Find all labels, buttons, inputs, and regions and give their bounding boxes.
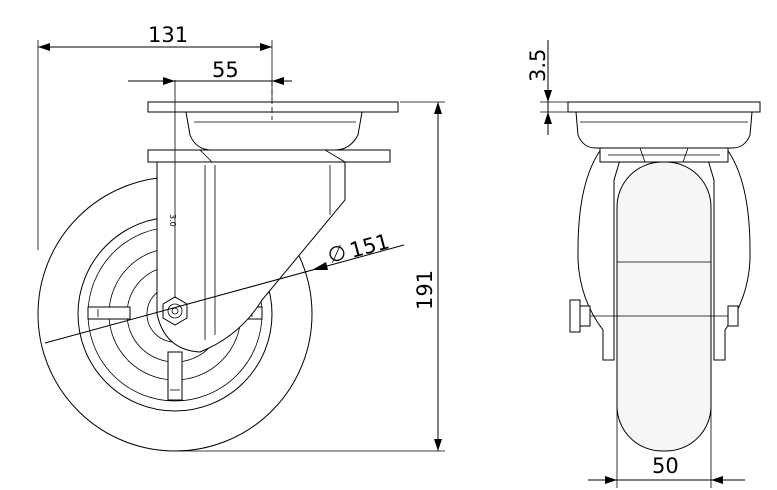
diameter-symbol: ∅ — [325, 240, 349, 268]
dimension-131: 131 — [37, 23, 273, 250]
dimension-50: 50 — [588, 300, 745, 488]
front-fork-right — [707, 147, 751, 361]
front-wheel — [616, 161, 712, 452]
swivel-bearing — [185, 111, 363, 151]
dimension-3-5-label: 3.5 — [526, 49, 550, 82]
dimension-191: 191 — [178, 101, 445, 452]
axle-bolt-head — [569, 299, 581, 333]
dimension-3-5: 3.5 — [526, 40, 568, 135]
side-view: 3.0 — [37, 80, 405, 452]
dimension-131-label: 131 — [148, 23, 188, 47]
front-swivel-bearing — [575, 111, 753, 149]
axle-label: 3.0 — [168, 214, 177, 227]
diameter-leader — [44, 244, 405, 344]
front-view — [567, 101, 761, 452]
front-top-plate — [567, 101, 761, 113]
dimension-55: 55 — [128, 58, 292, 85]
dimension-50-label: 50 — [652, 454, 679, 478]
bracket-flange — [147, 149, 391, 163]
dimension-151-label: 151 — [347, 229, 392, 263]
dimension-191-label: 191 — [413, 270, 437, 310]
dimension-55-label: 55 — [212, 58, 239, 82]
dimension-151: ∅ 151 — [325, 229, 392, 268]
top-plate — [147, 101, 399, 113]
front-fork-left — [577, 147, 621, 361]
swivel-fork — [156, 159, 346, 353]
